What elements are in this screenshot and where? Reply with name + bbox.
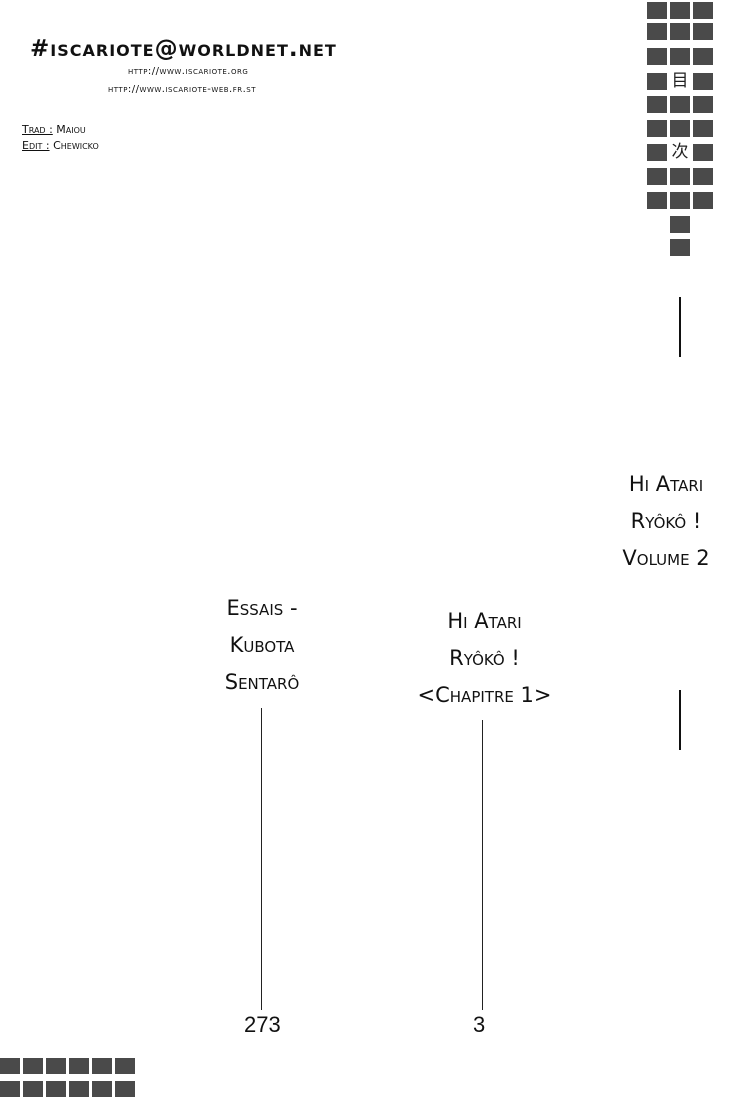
website-url-1: http://www.iscariote.org — [128, 66, 249, 77]
toc-entry-title-line-1: Essais - — [226, 596, 298, 620]
credit-editor-value: Chewicko — [53, 139, 99, 152]
top-right-decorative-grid: 目 次 — [645, 0, 715, 260]
credit-translator-label: Trad : — [22, 123, 53, 136]
toc-entry-title-line-2: Ryôkô ! — [449, 646, 520, 670]
toc-entry-essais: Essais - Kubota Sentarô — [192, 590, 332, 701]
toc-entry-title-line-1: Hi Atari — [447, 609, 522, 633]
contact-email: #iscariote@worldnet.net — [30, 36, 337, 62]
toc-entry-page-number: 3 — [473, 1012, 486, 1037]
credit-editor-label: Edit : — [22, 139, 50, 152]
volume-title-line-2: Ryôkô ! — [630, 509, 702, 533]
volume-title-line-3: Volume 2 — [622, 546, 710, 570]
website-url-2: http://www.iscariote-web.fr.st — [108, 84, 257, 95]
toc-entry-chapter-1: Hi Atari Ryôkô ! <Chapitre 1> — [392, 603, 577, 714]
toc-entry-title-line-2: Kubota — [229, 633, 295, 657]
bottom-left-decorative-grid — [0, 1058, 140, 1100]
credit-translator-value: Maiou — [56, 123, 86, 136]
toc-entry-title-line-3: Sentarô — [224, 670, 300, 694]
credit-translator: Trad : Maiou — [22, 123, 86, 136]
volume-line-top — [679, 297, 681, 357]
volume-title-line-1: Hi Atari — [628, 472, 704, 496]
toc-entry-page-number: 273 — [244, 1012, 281, 1037]
toc-entry-leader-line — [261, 708, 262, 1010]
toc-entry-leader-line — [482, 720, 483, 1010]
toc-heading-char-2: 次 — [671, 142, 689, 162]
toc-entry-title-line-3: <Chapitre 1> — [417, 683, 552, 707]
volume-line-bottom — [679, 690, 681, 750]
toc-heading-char-1: 目 — [671, 71, 689, 91]
credit-editor: Edit : Chewicko — [22, 139, 99, 152]
volume-title: Hi Atari Ryôkô ! Volume 2 — [601, 466, 731, 577]
